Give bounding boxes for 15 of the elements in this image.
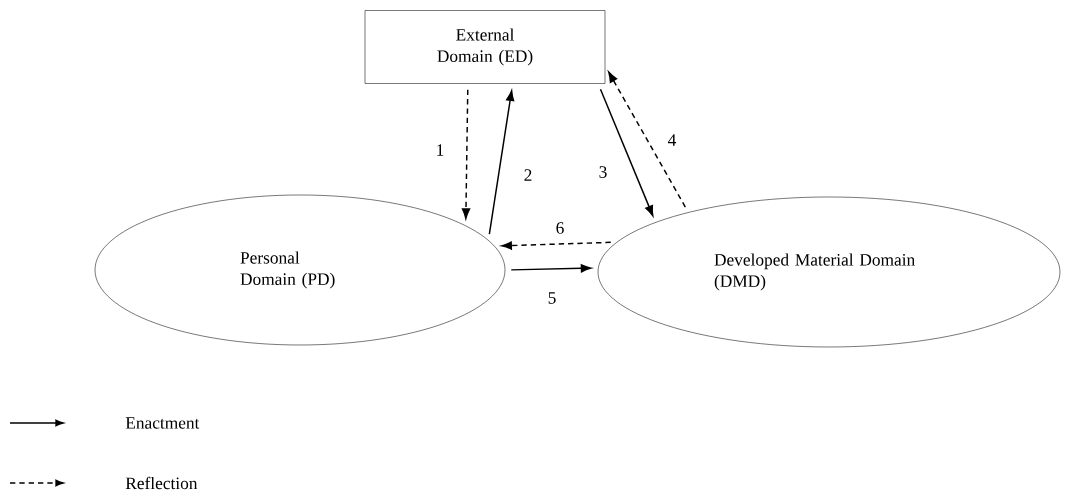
edge-label: 3 bbox=[599, 166, 607, 178]
edge-label: 6 bbox=[556, 222, 564, 234]
arrow bbox=[510, 264, 592, 273]
arrow bbox=[461, 89, 471, 220]
arrow bbox=[488, 90, 515, 235]
legend-label: Enactment bbox=[125, 417, 200, 429]
edge-label: 4 bbox=[668, 134, 677, 146]
arrow bbox=[608, 71, 687, 208]
arrow bbox=[501, 241, 612, 250]
edge-label: 1 bbox=[437, 144, 444, 156]
arrow bbox=[599, 88, 654, 217]
edge-label: 2 bbox=[524, 169, 532, 181]
edge-label: 5 bbox=[548, 292, 556, 304]
domain-box: External Domain (ED) bbox=[364, 10, 606, 84]
legend-label: Reflection bbox=[125, 476, 198, 490]
